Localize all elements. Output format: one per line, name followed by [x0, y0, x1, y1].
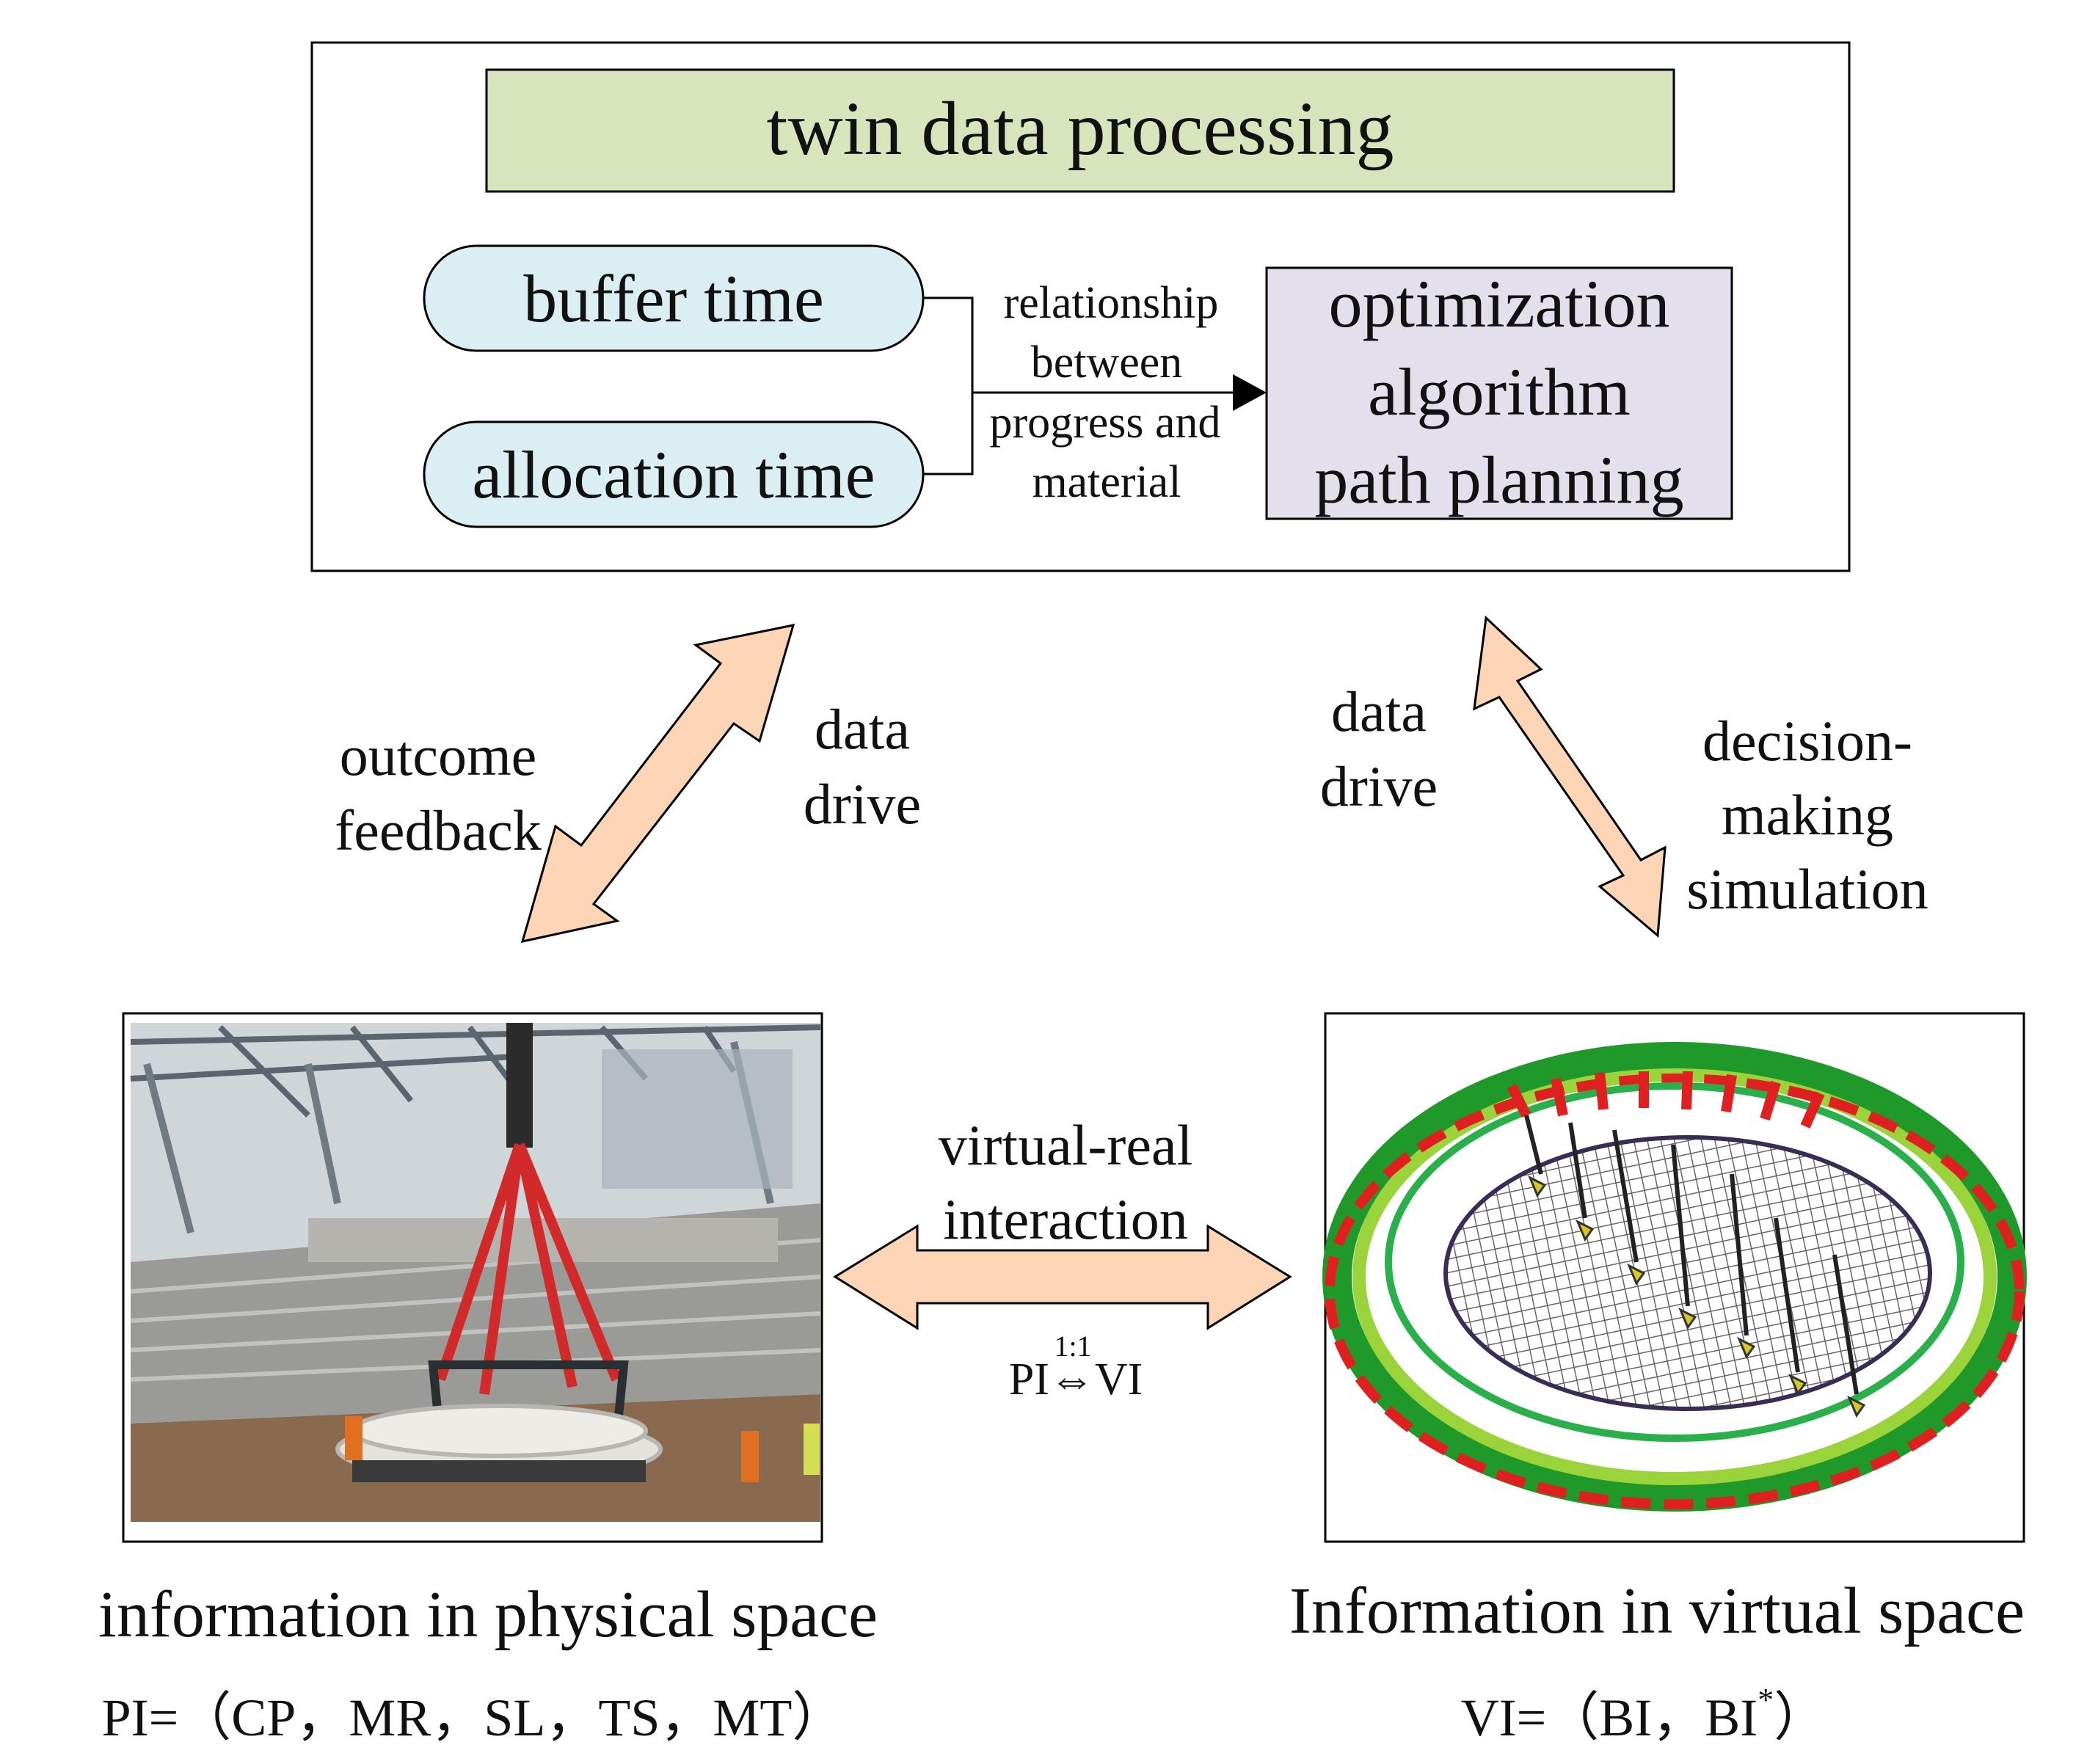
decision-line-1: decision- — [1702, 709, 1912, 773]
virtual-formula: VI=（BI，BI*） — [1461, 1682, 1827, 1747]
optimization-line-2: algorithm — [1368, 354, 1631, 429]
allocation-time-label: allocation time — [472, 437, 875, 512]
relationship-line-2: between — [1031, 338, 1183, 387]
optimization-line-3: path planning — [1314, 442, 1683, 517]
left-drive-line-2: drive — [804, 772, 921, 836]
physical-formula: PI=（CP，MR，SL，TS，MT） — [102, 1688, 845, 1747]
mapping-label: PI⇔VI — [1009, 1355, 1143, 1404]
stadium-model — [1322, 1042, 2027, 1512]
physical-caption: information in physical space — [98, 1578, 878, 1651]
left-drive-line-1: data — [815, 697, 910, 761]
outcome-line-2: feedback — [335, 798, 541, 862]
interaction-line-2: interaction — [943, 1187, 1188, 1251]
interaction-line-1: virtual-real — [939, 1113, 1192, 1177]
connector-bracket — [923, 296, 974, 475]
optimization-line-1: optimization — [1328, 266, 1669, 341]
right-double-arrow — [1473, 615, 1667, 939]
connector-arrowhead — [1233, 374, 1267, 411]
virtual-caption: Information in virtual space — [1289, 1575, 2025, 1647]
title-text: twin data processing — [767, 87, 1394, 171]
relationship-line-4: material — [1032, 457, 1181, 507]
buffer-time-label: buffer time — [523, 261, 824, 336]
relationship-line-1: relationship — [1004, 278, 1219, 328]
ratio-label: 1:1 — [1054, 1330, 1091, 1363]
virtual-formula-main: VI=（BI，BI — [1461, 1688, 1758, 1747]
virtual-formula-sup: * — [1758, 1682, 1774, 1718]
title-box — [485, 68, 1675, 193]
right-drive-line-1: data — [1331, 679, 1427, 743]
outcome-line-1: outcome — [340, 724, 537, 787]
construction-photo — [130, 1023, 821, 1522]
decision-line-3: simulation — [1686, 857, 1928, 921]
optimization-box — [1265, 266, 1733, 520]
decision-line-2: making — [1722, 783, 1893, 847]
relationship-line-3: progress and — [989, 398, 1220, 448]
left-double-arrow — [520, 624, 795, 943]
right-drive-line-2: drive — [1320, 754, 1438, 818]
horizontal-double-arrow — [833, 1224, 1292, 1330]
virtual-formula-end: ） — [1774, 1688, 1826, 1747]
